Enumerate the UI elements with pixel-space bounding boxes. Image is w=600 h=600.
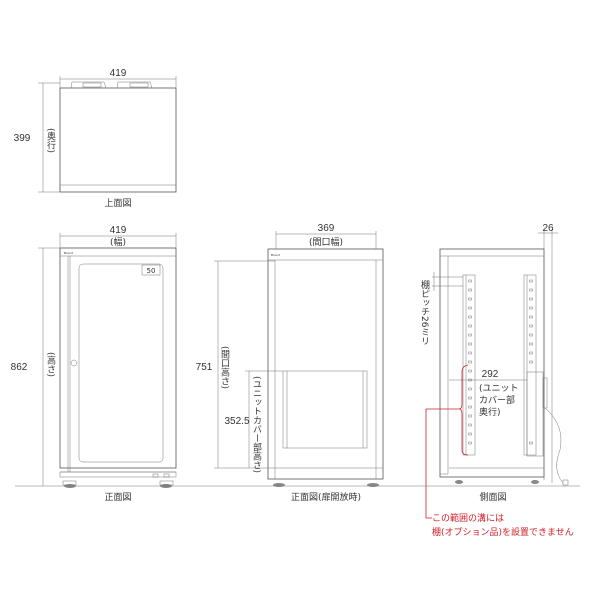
opening-width-dim: 369 [318,223,335,234]
top-view: 419 399 (奥行) 上面図 [14,68,177,209]
unit-cover-depth-dim: 292 [482,369,499,380]
rail-slots [468,279,533,445]
unit-cover-height-label: (ユニットカバー部高さ) [251,376,262,473]
door-lock-icon [70,359,78,367]
top-width-dim: 419 [110,68,127,79]
front-view-caption: 正面図 [104,492,131,503]
front-width-label: (幅) [110,236,126,248]
svg-text:Brand: Brand [271,253,280,257]
top-depth-dim: 399 [14,133,31,144]
unit-cover-height-dim: 352.5 [224,416,249,427]
unit-cover-depth-label-2: カバー部 [479,394,515,406]
handle-depth-dim: 26 [542,223,554,234]
front-view: Brand 50 419 (幅) 862 (高さ) 正面図 [11,225,200,503]
svg-text:Brand: Brand [64,251,73,255]
front-height-label: (高さ) [45,352,56,377]
opening-height-dim: 751 [196,362,213,373]
opening-height-label: (間口高さ) [219,346,230,389]
front-open-view: Brand 369 (間口幅) 751 (間口高さ) 352.5 (ユニットカバ… [196,223,400,503]
front-height-dim: 862 [11,362,28,373]
no-shelf-range-bracket [458,364,469,456]
top-view-caption: 上面図 [104,198,131,209]
unit-cover-depth-label-3: 奥行) [479,406,501,418]
side-view-caption: 側面図 [479,491,506,503]
front-width-dim: 419 [110,225,127,236]
note-line-1: この範囲の溝には [432,512,504,524]
unit-cover-depth-label-1: (ユニット [479,384,519,394]
front-open-view-caption: 正面図(扉開放時) [291,491,361,503]
display-readout: 50 [147,267,156,275]
side-view: 26 棚ピッチ26ミリ 292 (ユニット カバー部 奥行) 側面図 [400,223,580,519]
note-line-2: 棚(オプション品)を設置できません [432,526,574,538]
opening-width-label: (間口幅) [309,236,343,248]
top-depth-label: (奥行) [45,128,56,153]
shelf-pitch-label: 棚ピッチ26ミリ [419,279,430,346]
